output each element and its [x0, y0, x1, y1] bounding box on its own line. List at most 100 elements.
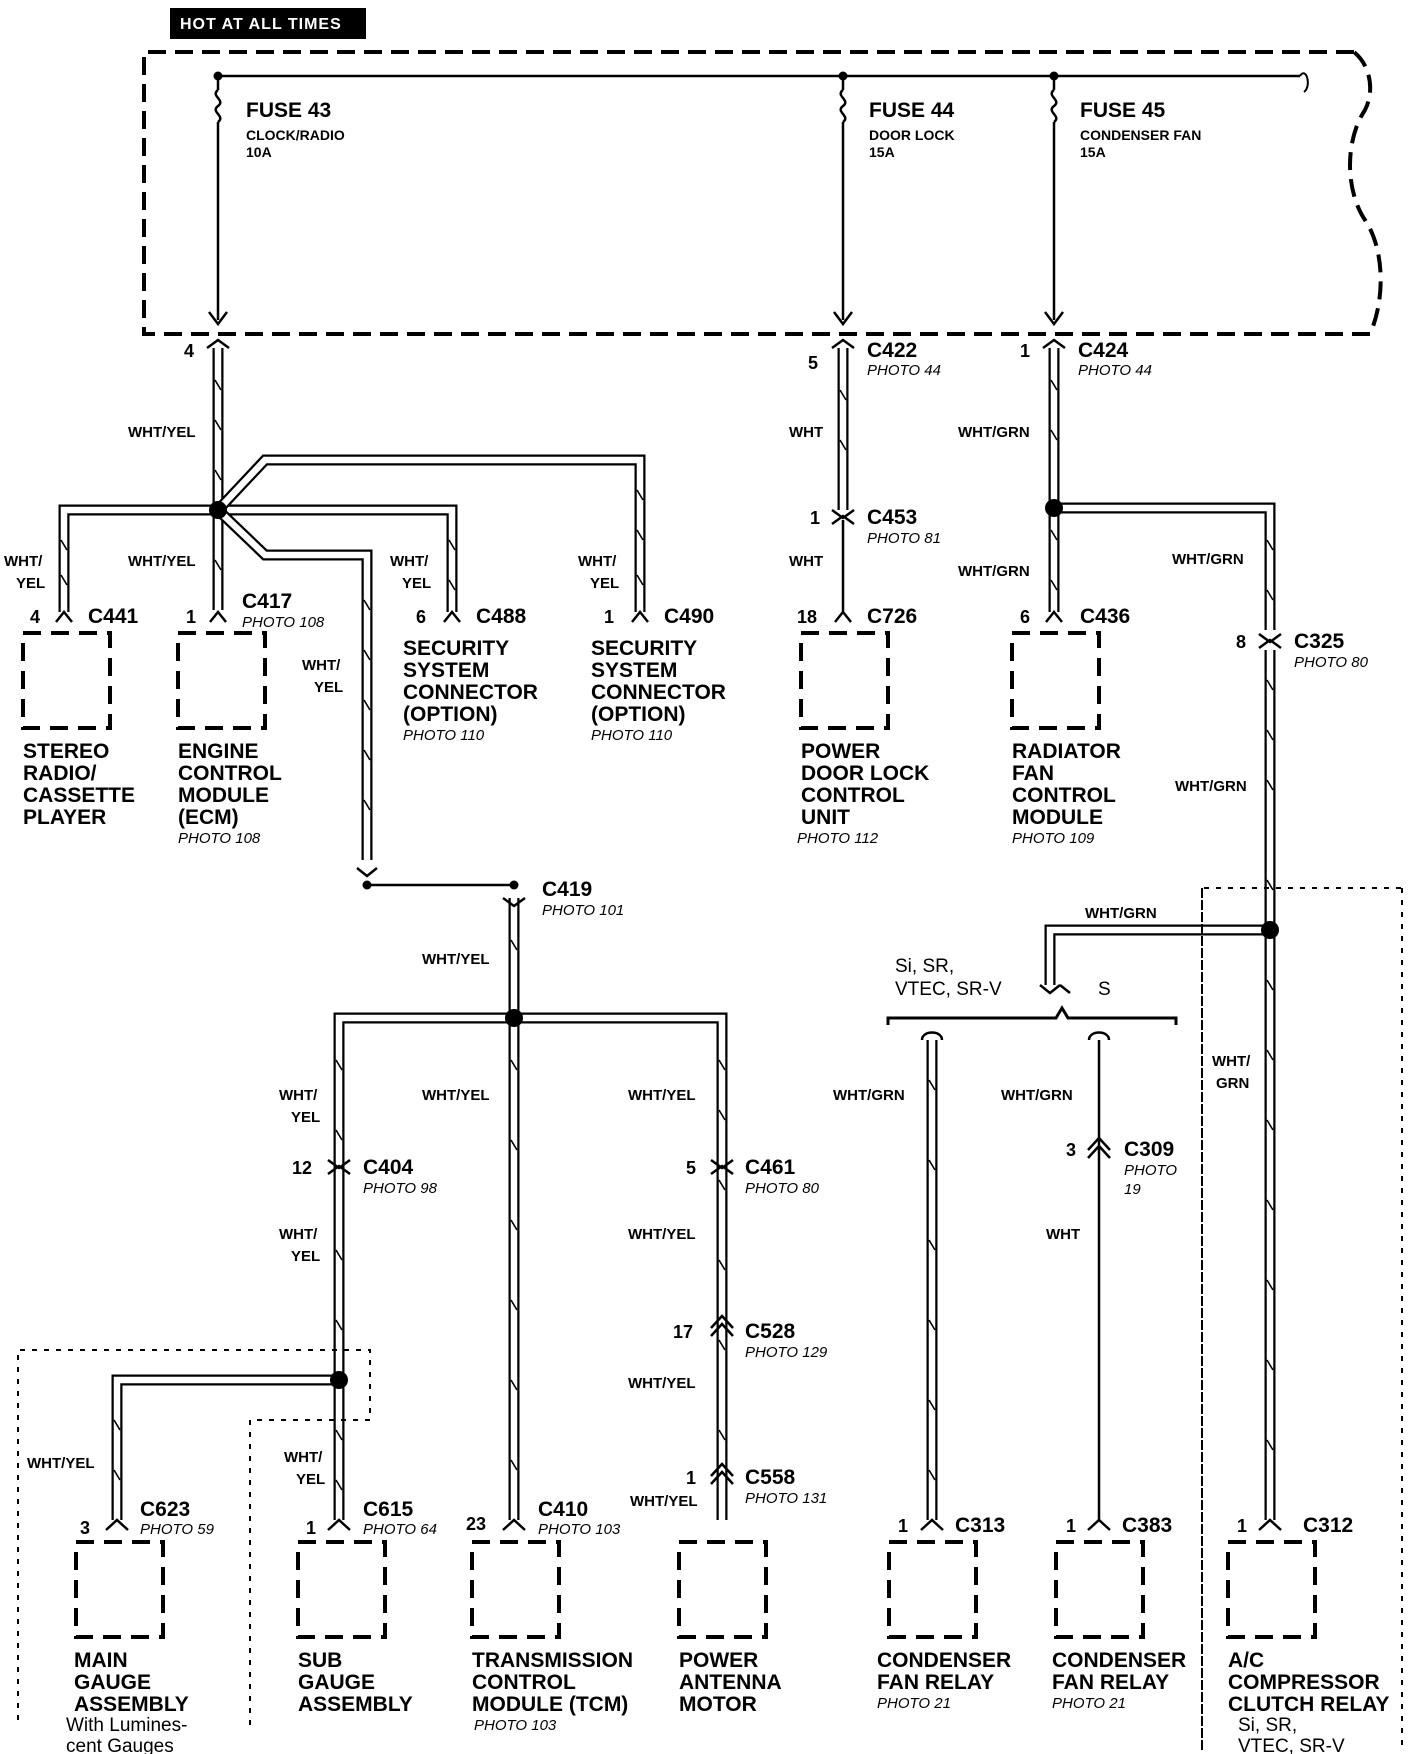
- conn-c424: [1042, 338, 1066, 350]
- svg-text:CONTROL: CONTROL: [178, 762, 282, 785]
- svg-text:RADIO/: RADIO/: [23, 762, 97, 785]
- wire-wy6: WHT/YEL: [628, 1226, 696, 1243]
- photo-c404: PHOTO 98: [363, 1180, 438, 1197]
- fuse-43-amps: 10A: [246, 144, 272, 160]
- pin-c615: 1: [306, 1518, 316, 1538]
- pin-c461: 5: [686, 1158, 696, 1178]
- svg-text:ANTENNA: ANTENNA: [679, 1671, 782, 1694]
- fuse-43: [208, 76, 228, 327]
- pin-c623: 3: [80, 1518, 90, 1538]
- svg-text:PHOTO 110: PHOTO 110: [591, 727, 673, 744]
- svg-text:VTEC, SR-V: VTEC, SR-V: [1238, 1736, 1345, 1754]
- pin-c404: 12: [292, 1158, 312, 1178]
- svg-text:PLAYER: PLAYER: [23, 806, 106, 829]
- wire-wy-sub-b: YEL: [296, 1471, 325, 1488]
- component-ac-compressor-relay: A/C COMPRESSOR CLUTCH RELAY Si, SR, VTEC…: [1228, 1649, 1389, 1754]
- svg-text:STEREO: STEREO: [23, 740, 109, 763]
- wire-wy5: WHT/YEL: [628, 1087, 696, 1104]
- component-security-2: SECURITY SYSTEM CONNECTOR (OPTION) PHOTO…: [591, 637, 726, 744]
- svg-text:SYSTEM: SYSTEM: [403, 659, 489, 682]
- svg-text:CONDENSER: CONDENSER: [1052, 1649, 1186, 1672]
- inline-connectors: [327, 508, 1282, 1485]
- svg-text:cent Gauges: cent Gauges: [66, 1736, 174, 1754]
- pin-c436: 6: [1020, 607, 1030, 627]
- svg-text:A/C: A/C: [1228, 1649, 1264, 1672]
- svg-text:SYSTEM: SYSTEM: [591, 659, 677, 682]
- photo-c453: PHOTO 81: [867, 530, 941, 547]
- svg-text:ASSEMBLY: ASSEMBLY: [74, 1693, 189, 1716]
- pin-c441: 4: [30, 607, 40, 627]
- header-text: HOT AT ALL TIMES: [180, 16, 342, 33]
- component-connectors: [55, 609, 1282, 1531]
- svg-text:(OPTION): (OPTION): [591, 703, 686, 726]
- pin-5-c422: 5: [808, 353, 818, 373]
- component-sub-gauge: SUB GAUGE ASSEMBLY: [298, 1649, 413, 1716]
- svg-text:CONTROL: CONTROL: [1012, 784, 1116, 807]
- wire-wy-490-a: WHT/: [578, 553, 617, 570]
- label-c313: C313: [955, 1514, 1005, 1537]
- component-boxes: [21, 631, 1317, 1639]
- pin-c528: 17: [673, 1322, 693, 1342]
- photo-c410: PHOTO 103: [538, 1521, 621, 1538]
- photo-c461: PHOTO 80: [745, 1180, 820, 1197]
- pin-c410: 23: [466, 1514, 486, 1534]
- photo-c528: PHOTO 129: [745, 1344, 828, 1361]
- svg-text:ENGINE: ENGINE: [178, 740, 259, 763]
- gauge-region-border: [17, 1349, 371, 1725]
- svg-text:With Lumines-: With Lumines-: [66, 1715, 187, 1736]
- svg-text:ASSEMBLY: ASSEMBLY: [298, 1693, 413, 1716]
- svg-text:MAIN: MAIN: [74, 1649, 128, 1672]
- photo-c309a: PHOTO: [1124, 1162, 1177, 1179]
- component-power-antenna: POWER ANTENNA MOTOR: [679, 1649, 782, 1716]
- pin-c488: 6: [416, 607, 426, 627]
- svg-text:FAN: FAN: [1012, 762, 1054, 785]
- wire-wy4: WHT/YEL: [422, 1087, 490, 1104]
- pin-c383: 1: [1066, 1516, 1076, 1536]
- fuse-45-amps: 15A: [1080, 144, 1106, 160]
- svg-text:PHOTO 21: PHOTO 21: [1052, 1695, 1126, 1712]
- label-c436: C436: [1080, 605, 1130, 628]
- pin-4-top: 4: [184, 341, 194, 361]
- fuse-44-name: FUSE 44: [869, 99, 955, 122]
- svg-text:PHOTO 112: PHOTO 112: [797, 830, 879, 847]
- label-c558: C558: [745, 1466, 796, 1489]
- photo-c325: PHOTO 80: [1294, 654, 1369, 671]
- wire-wg6: WHT/GRN: [833, 1087, 905, 1104]
- harness-wires: [58, 348, 1276, 1520]
- single-wires: [367, 520, 1101, 1520]
- svg-text:FAN RELAY: FAN RELAY: [877, 1671, 994, 1694]
- svg-text:SECURITY: SECURITY: [403, 637, 509, 660]
- svg-text:POWER: POWER: [801, 740, 880, 763]
- svg-text:(OPTION): (OPTION): [403, 703, 498, 726]
- svg-text:TRANSMISSION: TRANSMISSION: [472, 1649, 633, 1672]
- svg-text:PHOTO 108: PHOTO 108: [178, 830, 261, 847]
- label-c404: C404: [363, 1156, 414, 1179]
- svg-text:MODULE: MODULE: [178, 784, 269, 807]
- conn-top-4: [206, 338, 230, 350]
- fuse-43-desc: CLOCK/RADIO: [246, 127, 345, 143]
- wire-wg7: WHT/GRN: [1001, 1087, 1073, 1104]
- variant-left-b: VTEC, SR-V: [895, 979, 1002, 1000]
- photo-c422: PHOTO 44: [867, 362, 941, 379]
- wire-wy-main: WHT/YEL: [27, 1455, 95, 1472]
- component-condenser-fan-relay-2: CONDENSER FAN RELAY PHOTO 21: [1052, 1649, 1186, 1712]
- component-radiator-fan: RADIATOR FAN CONTROL MODULE PHOTO 109: [1012, 740, 1121, 847]
- svg-text:GAUGE: GAUGE: [298, 1671, 375, 1694]
- wire-wy-419-b: YEL: [314, 679, 343, 696]
- component-tcm: TRANSMISSION CONTROL MODULE (TCM) PHOTO …: [472, 1649, 633, 1734]
- variant-right: S: [1098, 979, 1111, 1000]
- svg-text:Si, SR,: Si, SR,: [1238, 1715, 1297, 1736]
- wire-wy-stereo-b: YEL: [16, 575, 45, 592]
- svg-text:(ECM): (ECM): [178, 806, 239, 829]
- wire-wg5: WHT/GRN: [1085, 905, 1157, 922]
- label-c422: C422: [867, 339, 917, 362]
- label-c424: C424: [1078, 339, 1129, 362]
- svg-text:CONTROL: CONTROL: [801, 784, 905, 807]
- svg-text:POWER: POWER: [679, 1649, 758, 1672]
- svg-text:MOTOR: MOTOR: [679, 1693, 757, 1716]
- label-c383: C383: [1122, 1514, 1172, 1537]
- component-ecm: ENGINE CONTROL MODULE (ECM) PHOTO 108: [178, 740, 282, 847]
- photo-c615: PHOTO 64: [363, 1521, 437, 1538]
- component-main-gauge: MAIN GAUGE ASSEMBLY With Lumines- cent G…: [66, 1649, 189, 1754]
